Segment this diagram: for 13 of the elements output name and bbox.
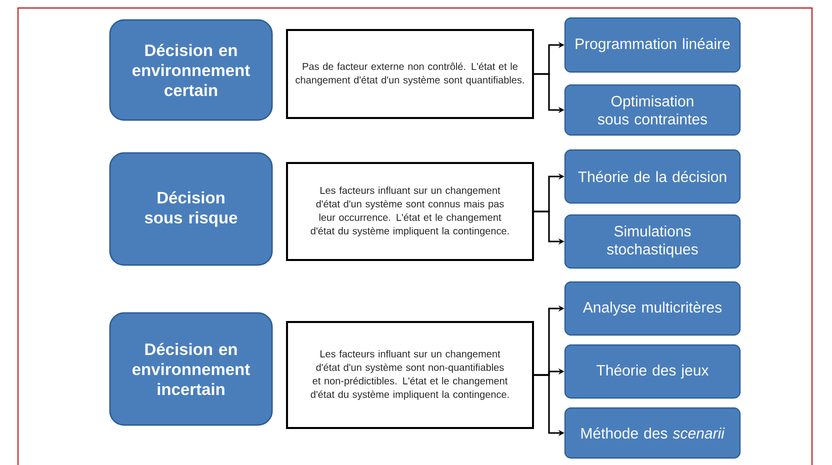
method-box: Analyse multicritères: [564, 281, 741, 336]
description-box: Pas de facteur externe non contrôlé. L'état et le changement d'état d'un système sont quantifiables.: [286, 29, 534, 119]
method-box: Simulations stochastiques: [564, 214, 741, 269]
process-box: Décision sous risque: [109, 152, 273, 266]
process-box: Décision en environnement incertain: [109, 312, 273, 426]
description-box: Les facteurs influant sur un changement d'état d'un système sont non-quantifiables et non-prédictibles. L'état et le changement d'état du système impliquent la contingence.: [286, 321, 534, 429]
description-box: Les facteurs influant sur un changement d'état d'un système sont connus mais pas leur occurrence. L'état et le changement d'état du système impliquent la contingence.: [286, 162, 534, 261]
method-box: Optimisation sous contraintes: [564, 84, 741, 136]
method-box: Théorie des jeux: [564, 344, 741, 399]
method-box: Programmation linéaire: [564, 17, 741, 73]
method-box: Théorie de la décision: [564, 149, 741, 204]
method-box: Méthode des scenarii: [564, 407, 741, 459]
process-box: Décision en environnement certain: [109, 19, 273, 121]
